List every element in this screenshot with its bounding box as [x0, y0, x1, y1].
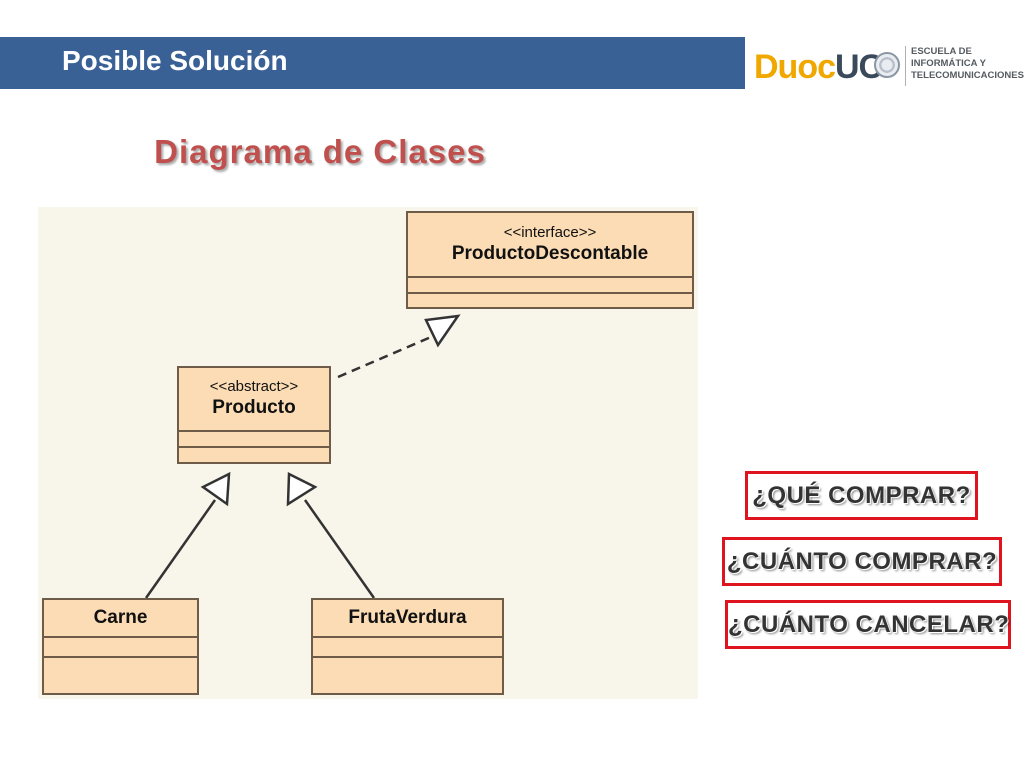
class-attributes — [44, 638, 197, 658]
logo-school-line: TELECOMUNICACIONES — [911, 70, 1024, 81]
realization-line — [337, 332, 439, 379]
class-name: Producto — [212, 397, 296, 418]
generalization-arrowhead-frutaverdura — [286, 472, 318, 507]
class-stereotype: <<interface>> — [503, 223, 597, 241]
header-bar — [0, 37, 745, 89]
question-cuanto-comprar: ¿CUÁNTO COMPRAR? — [722, 537, 1002, 586]
logo-brand-left: Duoc — [754, 48, 836, 86]
class-header: <<abstract>> Producto — [179, 368, 329, 432]
class-productodescontable: <<interface>> ProductoDescontable — [406, 211, 694, 309]
duocuc-logo: DuocUC ESCUELA DE INFORMÁTICA Y TELECOMU… — [750, 40, 1024, 90]
class-attributes — [179, 432, 329, 448]
logo-school-text: ESCUELA DE INFORMÁTICA Y TELECOMUNICACIO… — [911, 46, 1024, 82]
question-cuanto-cancelar: ¿CUÁNTO CANCELAR? — [725, 600, 1011, 649]
class-carne: Carne — [42, 598, 199, 695]
class-name: ProductoDescontable — [451, 242, 649, 264]
class-header: <<interface>> ProductoDescontable — [408, 213, 692, 278]
class-header: Carne — [44, 600, 197, 638]
class-attributes — [313, 638, 502, 658]
logo-school-line: ESCUELA DE — [911, 46, 972, 57]
question-que-comprar: ¿QUÉ COMPRAR? — [745, 471, 978, 520]
seal-icon — [874, 52, 900, 78]
generalization-arrowhead-carne — [200, 471, 231, 507]
class-producto: <<abstract>> Producto — [177, 366, 331, 464]
page-title: Posible Solución — [62, 45, 288, 76]
class-attributes — [408, 278, 692, 294]
generalization-line-frutaverdura — [303, 499, 376, 599]
class-name: FrutaVerdura — [348, 607, 467, 628]
logo-wordmark: DuocUC — [754, 47, 883, 87]
logo-divider — [905, 46, 906, 86]
class-frutaverdura: FrutaVerdura — [311, 598, 504, 695]
logo-school-line: INFORMÁTICA Y — [911, 58, 986, 69]
realization-arrowhead — [424, 314, 461, 348]
class-header: FrutaVerdura — [313, 600, 502, 638]
diagram-title: Diagrama de Clases — [154, 133, 486, 170]
class-name: Carne — [93, 607, 148, 628]
class-stereotype: <<abstract>> — [209, 378, 299, 395]
generalization-line-carne — [144, 499, 217, 599]
